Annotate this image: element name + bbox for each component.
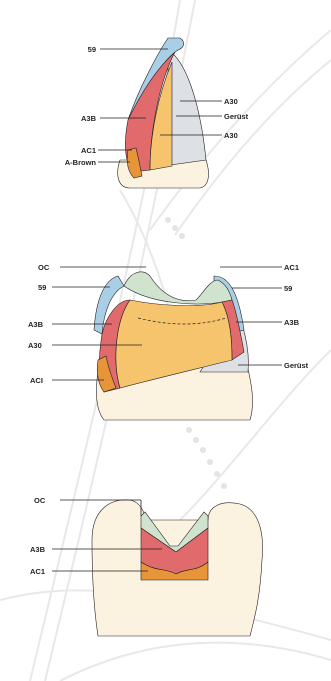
- label-a30-lower: A30: [224, 131, 238, 140]
- label-a-brown: A-Brown: [65, 158, 97, 167]
- label-59-right: 59: [284, 284, 292, 293]
- label-a30: A30: [28, 341, 42, 350]
- section-figure: OC A3B AC1: [30, 496, 263, 636]
- label-ac1-right: AC1: [284, 263, 299, 272]
- label-ac1: AC1: [81, 146, 96, 155]
- label-a3b-left: A3B: [28, 320, 44, 329]
- label-gerust-right: Gerüst: [284, 361, 309, 370]
- molar-figure: OC 59 A3B A30 ACI AC1 59 A3B Gerüst: [28, 263, 309, 420]
- label-gerust: Gerüst: [224, 112, 249, 121]
- label-a30-upper: A30: [224, 97, 238, 106]
- label-59: 59: [88, 45, 96, 54]
- label-59-left: 59: [38, 283, 46, 292]
- label-oc: OC: [38, 263, 50, 272]
- label-a3b: A3B: [81, 114, 97, 123]
- anterior-tooth-figure: 59 A3B AC1 A-Brown A30 Gerüst A30: [65, 38, 249, 188]
- label-oc-section: OC: [34, 496, 46, 505]
- label-a3b-right: A3B: [284, 318, 300, 327]
- anterior-framework-layer: [168, 50, 206, 165]
- label-ac1-section: AC1: [30, 567, 45, 576]
- label-a3b-section: A3B: [30, 545, 46, 554]
- label-aci: ACI: [30, 376, 43, 385]
